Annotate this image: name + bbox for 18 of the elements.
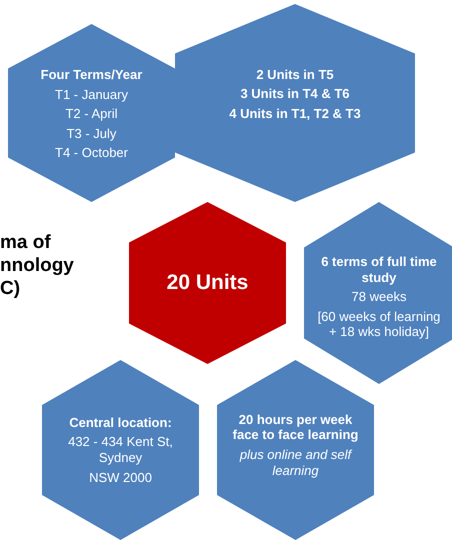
hexagon-text: T3 - July — [66, 126, 116, 142]
hexagon-text: [60 weeks of learning + 18 wks holiday] — [316, 308, 442, 340]
hexagon-heading: 4 Units in T1, T2 & T3 — [229, 106, 361, 122]
hexagon-text: plus online and self learning — [238, 447, 354, 478]
hexagon-heading: Four Terms/Year — [40, 67, 142, 83]
hexagon-heading: Central location: — [69, 414, 172, 430]
hexagon-text: T2 - April — [65, 106, 118, 122]
hexagon-text: T1 - January — [55, 86, 128, 102]
hexagon-heading: 2 Units in T5 — [256, 66, 334, 82]
hexagon-text: T4 - October — [55, 145, 128, 161]
hexagon-text: 432 - 434 Kent St, Sydney — [67, 434, 174, 466]
hexagon-heading: 20 hours per week face to face learning — [232, 412, 360, 443]
hexagon-text: NSW 2000 — [89, 470, 152, 486]
hexagon-heading: 3 Units in T4 & T6 — [240, 86, 350, 102]
title-text: ma of nnology C) — [0, 232, 75, 300]
hexagon-heading: 20 Units — [166, 270, 248, 296]
hexagon-text: 78 weeks — [352, 289, 406, 305]
hexagon-heading: 6 terms of full time study — [320, 254, 438, 286]
